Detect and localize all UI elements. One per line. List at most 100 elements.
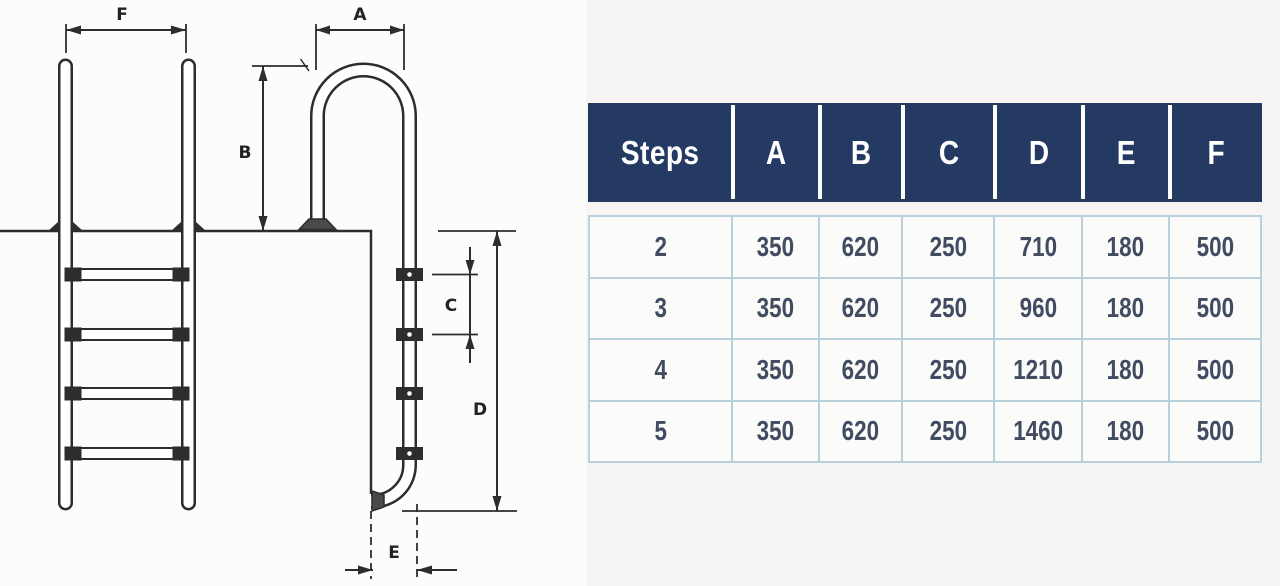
header-label: C — [938, 133, 960, 171]
table-cell: 500 — [1170, 401, 1260, 461]
cell-value: 620 — [841, 230, 880, 262]
header-divider — [818, 105, 822, 199]
cell-value: 500 — [1196, 353, 1234, 385]
ladder-rungs — [64, 267, 190, 461]
table-header-cell-a: A — [733, 103, 822, 202]
cell-value: 620 — [841, 353, 880, 385]
header-divider — [1168, 105, 1172, 199]
table-cell: 3 — [590, 278, 731, 338]
table-cell: 250 — [903, 401, 993, 461]
table-cell: 500 — [1170, 278, 1260, 338]
side-view-ladder — [297, 62, 423, 513]
cell-value: 620 — [841, 292, 880, 324]
header-label: E — [1116, 133, 1137, 171]
table-header-row: Steps A B C D E — [588, 103, 1262, 202]
step-mounts — [396, 268, 423, 460]
dimension-f: F — [65, 5, 187, 53]
dimension-e: E — [345, 504, 457, 579]
cell-value: 5 — [654, 415, 667, 447]
dim-label-d: D — [473, 400, 487, 420]
cell-value: 3 — [654, 292, 667, 324]
table-cell: 250 — [903, 340, 993, 400]
header-divider — [1081, 105, 1085, 199]
deck-flange — [297, 218, 338, 231]
cell-value: 250 — [929, 353, 967, 385]
cell-value: 250 — [929, 230, 967, 262]
cell-value: 250 — [929, 415, 967, 447]
table-cell: 710 — [995, 217, 1081, 277]
table-cell: 960 — [995, 278, 1081, 338]
dimension-a: A — [315, 5, 405, 70]
table-body: 2 350 620 250 710 180 500 3 350 620 250 … — [588, 215, 1262, 463]
table-cell: 620 — [820, 278, 901, 338]
dim-label-b: B — [239, 143, 252, 163]
table-cell: 1210 — [995, 340, 1081, 400]
table-header-cell-b: B — [820, 103, 905, 202]
cell-value: 710 — [1019, 230, 1057, 262]
header-label: B — [851, 133, 872, 171]
table-header-cell-f: F — [1170, 103, 1262, 202]
dim-label-f: F — [116, 5, 128, 25]
table-cell: 4 — [590, 340, 731, 400]
ladder-diagram-panel: F A B — [0, 0, 586, 586]
cell-value: 350 — [756, 292, 795, 324]
header-divider — [993, 105, 997, 199]
table-cell: 620 — [820, 401, 901, 461]
table-cell: 1460 — [995, 401, 1081, 461]
table-cell: 620 — [820, 340, 901, 400]
table-cell: 350 — [733, 401, 818, 461]
table-cell: 500 — [1170, 340, 1260, 400]
header-label: D — [1028, 133, 1050, 171]
table-header-cell-e: E — [1083, 103, 1172, 202]
table-cell: 5 — [590, 401, 731, 461]
cell-value: 250 — [929, 292, 967, 324]
header-label: F — [1207, 133, 1225, 171]
dimension-b: B — [239, 58, 310, 231]
cell-value: 500 — [1196, 230, 1234, 262]
cell-value: 620 — [841, 415, 880, 447]
table-cell: 350 — [733, 278, 818, 338]
table-cell: 180 — [1083, 217, 1168, 277]
cell-value: 180 — [1106, 415, 1145, 447]
table-header-cell-steps: Steps — [588, 103, 735, 202]
header-divider — [731, 105, 735, 199]
cell-value: 960 — [1019, 292, 1057, 324]
cell-value: 180 — [1106, 230, 1145, 262]
table-cell: 180 — [1083, 340, 1168, 400]
table-cell: 350 — [733, 340, 818, 400]
header-divider — [901, 105, 905, 199]
header-label: Steps — [621, 133, 700, 171]
dimension-table: Steps A B C D E — [588, 103, 1262, 463]
table-cell: 180 — [1083, 278, 1168, 338]
cell-value: 1210 — [1013, 353, 1063, 385]
table-cell: 2 — [590, 217, 731, 277]
dim-label-c: C — [445, 296, 457, 316]
cell-value: 4 — [654, 353, 667, 385]
dimension-d: D — [402, 230, 517, 512]
cell-value: 180 — [1106, 353, 1145, 385]
cell-value: 500 — [1196, 415, 1234, 447]
cell-value: 350 — [756, 415, 795, 447]
dimension-c: C — [432, 247, 478, 363]
wall-flange — [371, 489, 385, 513]
table-cell: 620 — [820, 217, 901, 277]
table-header-cell-d: D — [995, 103, 1085, 202]
deck-and-wall-line — [0, 229, 373, 494]
cell-value: 350 — [756, 353, 795, 385]
header-label: A — [766, 133, 787, 171]
table-cell: 250 — [903, 278, 993, 338]
table-header-cell-c: C — [903, 103, 997, 202]
cell-value: 2 — [654, 230, 667, 262]
table-cell: 500 — [1170, 217, 1260, 277]
dim-label-a: A — [353, 5, 367, 25]
cell-value: 180 — [1106, 292, 1145, 324]
cell-value: 1460 — [1013, 415, 1063, 447]
table-cell: 180 — [1083, 401, 1168, 461]
cell-value: 500 — [1196, 292, 1234, 324]
ladder-dimension-diagram: F A B — [0, 5, 517, 579]
table-cell: 350 — [733, 217, 818, 277]
front-view-ladder — [48, 58, 206, 511]
dim-label-e: E — [388, 543, 400, 563]
cell-value: 350 — [756, 230, 795, 262]
